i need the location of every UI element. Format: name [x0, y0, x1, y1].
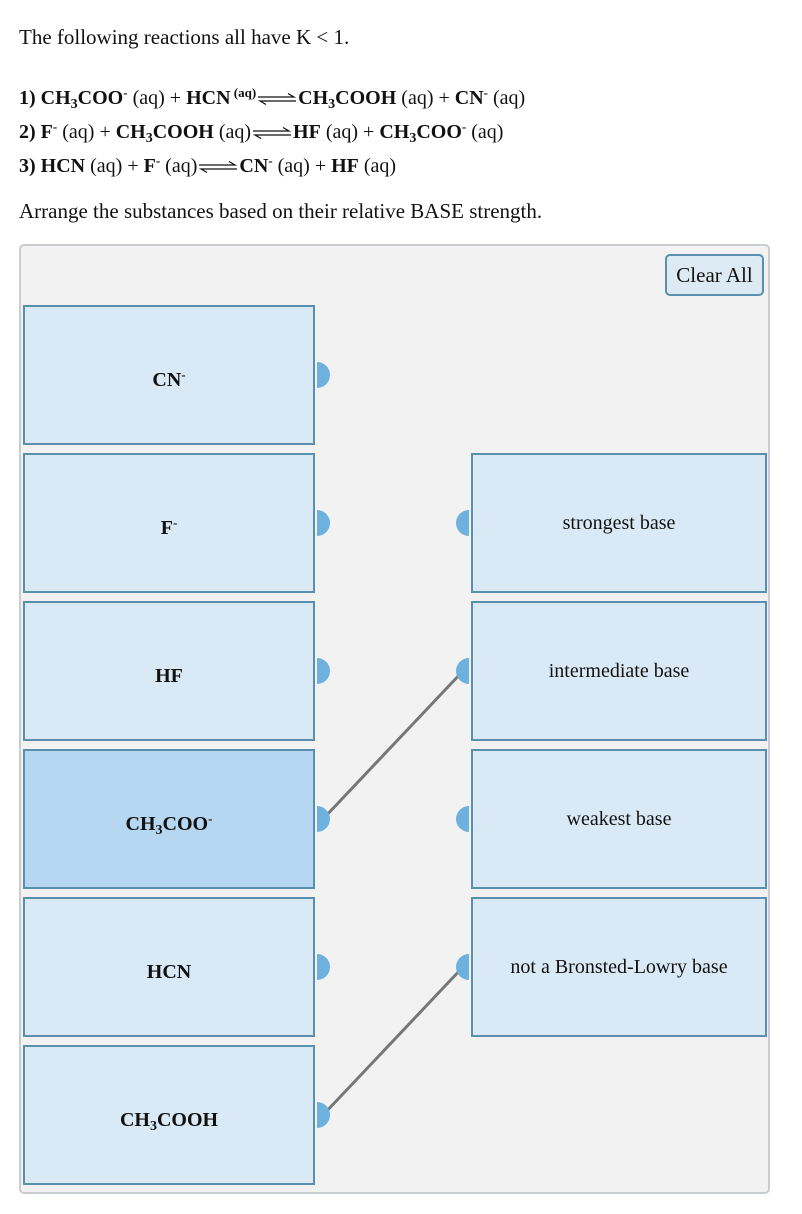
substance-label: HF [155, 664, 183, 687]
plus-sign: + [358, 121, 380, 143]
species: CH3COO- (aq) [40, 85, 165, 112]
instruction-text: Arrange the substances based on their re… [19, 199, 543, 223]
substance-label: CN- [152, 366, 186, 391]
substance-label: HCN [146, 960, 192, 983]
substance-label: CH3COO- [125, 810, 213, 838]
plus-sign: + [433, 87, 455, 109]
equilibrium-arrow-icon [252, 121, 292, 145]
reaction-3: 3) HCN (aq) + F- (aq) CN- (aq) + HF (aq) [19, 154, 396, 179]
species: F- (aq) [40, 119, 95, 143]
connector-handle-strongest[interactable] [456, 510, 469, 536]
category-label: intermediate base [548, 659, 690, 682]
species: F- (aq) [143, 153, 198, 177]
species: CH3COOH (aq) [115, 121, 252, 146]
category-label: strongest base [562, 511, 676, 534]
category-intermediate[interactable]: intermediate base [471, 601, 767, 741]
category-weakest[interactable]: weakest base [471, 749, 767, 889]
connection-line[interactable] [321, 669, 465, 821]
substance-label: CH3COOH [119, 1108, 219, 1134]
substance-label: F- [160, 514, 178, 539]
reaction-1: 1) CH3COO- (aq) + HCN (aq) CH3COOH (aq) +… [19, 85, 526, 112]
species: CH3COOH (aq) [298, 87, 434, 112]
connector-handle-weakest[interactable] [456, 806, 469, 832]
reaction-number: 2) [19, 121, 41, 143]
clear-all-button[interactable]: Clear All [665, 254, 764, 296]
species: CN- (aq) [454, 85, 526, 109]
intro-text: The following reactions all have K < 1. [19, 25, 350, 49]
plus-sign: + [122, 155, 144, 177]
plus-sign: + [309, 155, 332, 177]
equilibrium-arrow-icon [198, 155, 238, 179]
connector-handle-hf[interactable] [317, 658, 330, 684]
connector-handle-hcn[interactable] [317, 954, 330, 980]
equilibrium-arrow-icon [257, 87, 297, 111]
substance-f[interactable]: F- [23, 453, 315, 593]
connector-handle-cn[interactable] [317, 362, 330, 388]
substance-cn[interactable]: CN- [23, 305, 315, 445]
substance-hf[interactable]: HF [23, 601, 315, 741]
category-label: not a Bronsted-Lowry base [510, 955, 728, 978]
plus-sign: + [164, 87, 187, 109]
category-strongest[interactable]: strongest base [471, 453, 767, 593]
reaction-2: 2) F- (aq) + CH3COOH (aq) HF (aq) + CH3CO… [19, 119, 504, 146]
category-not-bl[interactable]: not a Bronsted-Lowry base [471, 897, 767, 1037]
reaction-number: 1) [19, 87, 41, 109]
species: HF (aq) [331, 155, 397, 177]
connector-handle-ch3cooh[interactable] [317, 1102, 330, 1128]
species: CH3COO- (aq) [379, 119, 504, 146]
reaction-number: 3) [19, 155, 41, 177]
connection-line[interactable] [321, 965, 465, 1117]
connector-handle-intermediate[interactable] [456, 658, 469, 684]
species: CN- (aq) [239, 153, 310, 177]
connector-handle-f[interactable] [317, 510, 330, 536]
substance-hcn[interactable]: HCN [23, 897, 315, 1037]
category-label: weakest base [566, 807, 672, 830]
connector-handle-not-bl[interactable] [456, 954, 469, 980]
connector-handle-ch3coo[interactable] [317, 806, 330, 832]
species: HF (aq) [293, 121, 359, 143]
species: HCN (aq) [40, 155, 123, 177]
substance-ch3cooh[interactable]: CH3COOH [23, 1045, 315, 1185]
substance-ch3coo[interactable]: CH3COO- [23, 749, 315, 889]
plus-sign: + [94, 121, 116, 143]
species: HCN (aq) [186, 85, 257, 109]
